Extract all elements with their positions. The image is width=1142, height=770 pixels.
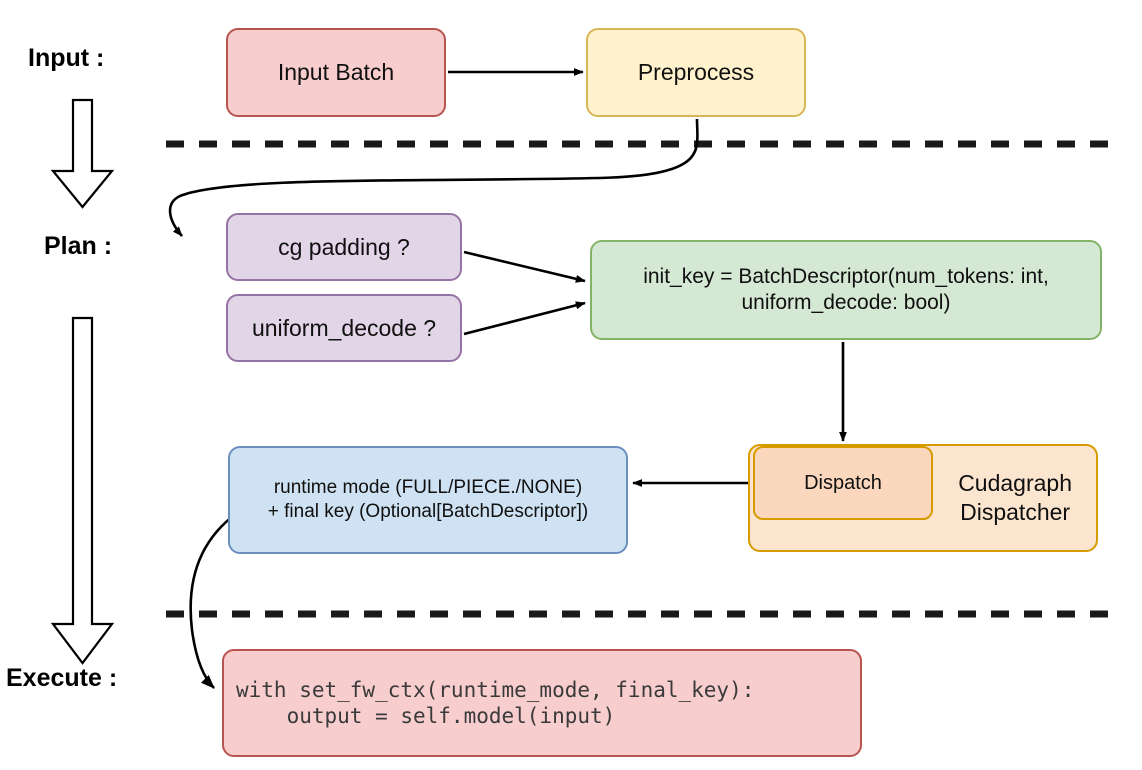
node-preprocess-label: Preprocess xyxy=(637,59,755,86)
node-cudagraph-dispatcher-label: Cudagraph Dispatcher xyxy=(958,470,1072,525)
node-uniform-decode-label: uniform_decode ? xyxy=(251,314,437,341)
node-dispatch-label: Dispatch xyxy=(804,471,882,494)
stage-label-plan: Plan : xyxy=(44,232,113,260)
node-init-key-label: init_key = BatchDescriptor(num_tokens: i… xyxy=(643,264,1049,314)
node-uniform-decode[interactable]: uniform_decode ? xyxy=(226,294,462,362)
node-input-batch-label: Input Batch xyxy=(277,59,395,86)
edge-uniform-decode-to-init-key xyxy=(463,301,586,336)
node-preprocess[interactable]: Preprocess xyxy=(586,28,806,117)
node-init-key[interactable]: init_key = BatchDescriptor(num_tokens: i… xyxy=(590,240,1102,340)
edge-cg-padding-to-init-key xyxy=(463,250,586,283)
node-runtime-mode[interactable]: runtime mode (FULL/PIECE./NONE) + final … xyxy=(228,446,628,554)
plan-to-execute-arrow xyxy=(50,316,115,665)
node-runtime-mode-label: runtime mode (FULL/PIECE./NONE) + final … xyxy=(267,477,589,522)
node-cg-padding[interactable]: cg padding ? xyxy=(226,213,462,281)
input-to-plan-arrow xyxy=(50,98,115,209)
node-execute-code-label: with set_fw_ctx(runtime_mode, final_key)… xyxy=(236,677,755,728)
node-input-batch[interactable]: Input Batch xyxy=(226,28,446,117)
stage-label-input: Input : xyxy=(28,44,105,72)
node-cg-padding-label: cg padding ? xyxy=(278,233,410,260)
stage-label-execute: Execute : xyxy=(6,664,118,692)
node-execute-code[interactable]: with set_fw_ctx(runtime_mode, final_key)… xyxy=(222,649,862,757)
node-dispatch[interactable]: Dispatch xyxy=(753,446,933,520)
